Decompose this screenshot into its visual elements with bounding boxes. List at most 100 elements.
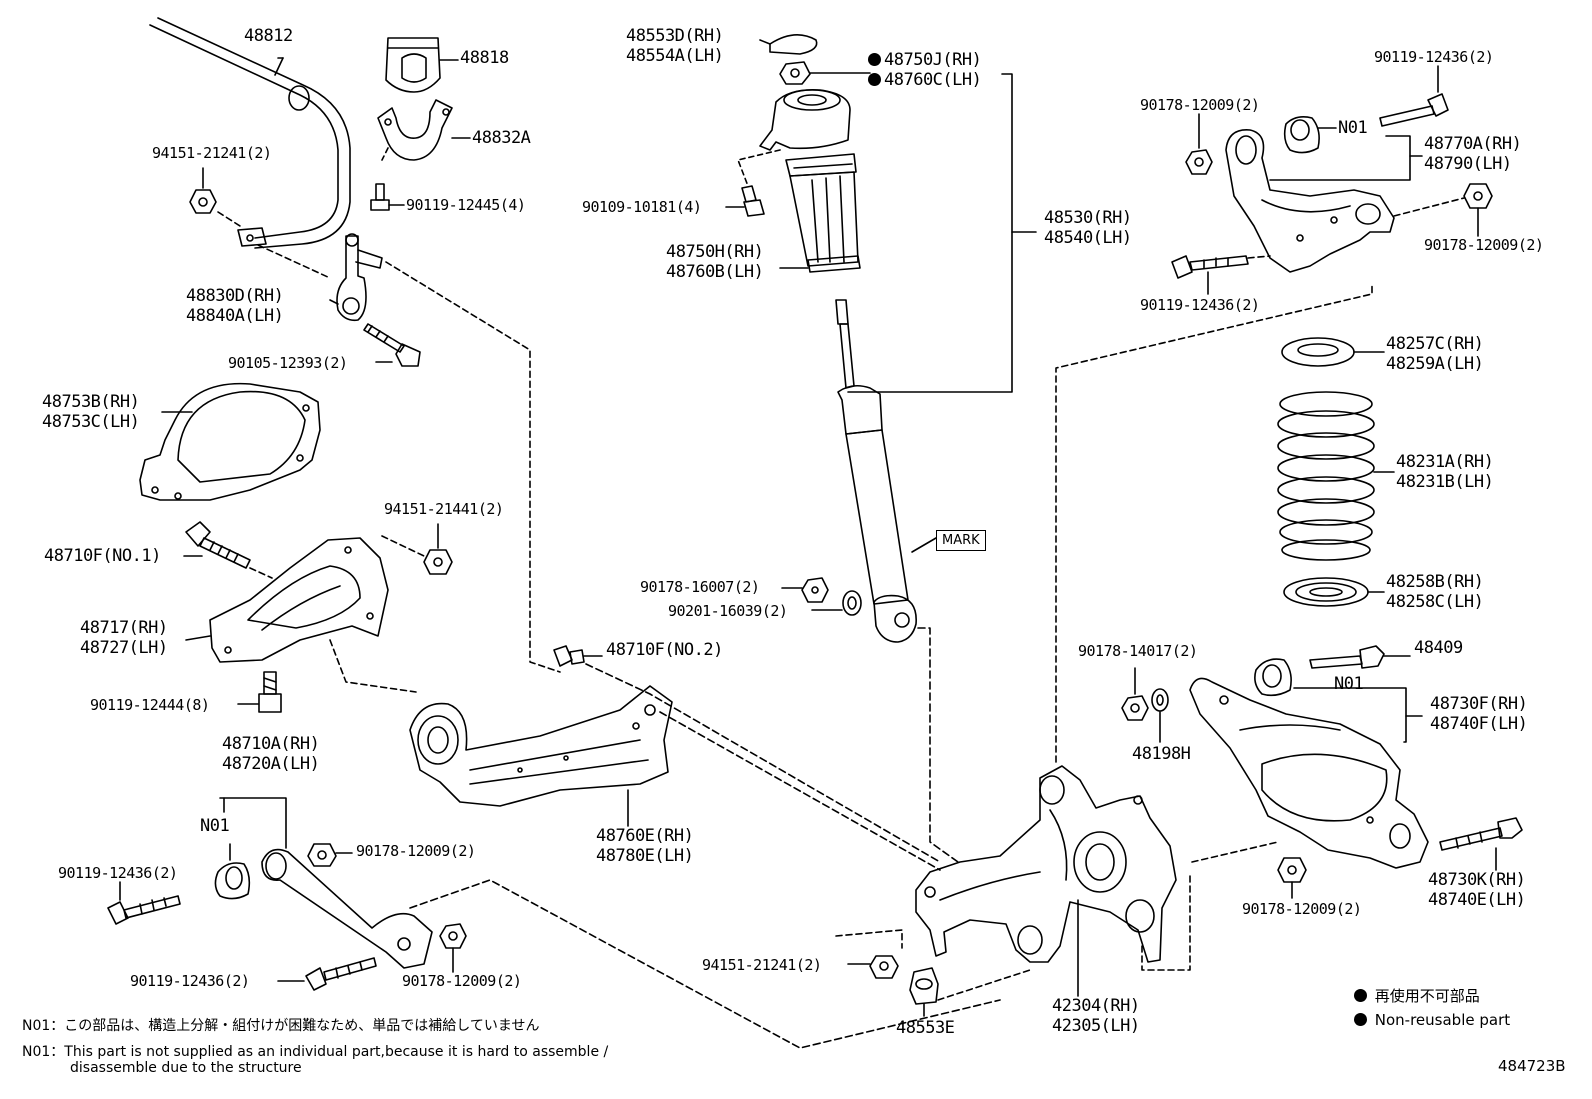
washer-90201-16039 bbox=[842, 590, 862, 616]
non-reusable-dot bbox=[1354, 1013, 1367, 1026]
label-48740E: 48740E(LH) bbox=[1428, 890, 1526, 910]
label-48553D: 48553D(RH) bbox=[626, 26, 724, 46]
lower-arm-48730F bbox=[1189, 677, 1429, 869]
bolt-90119-12436-b bbox=[305, 957, 377, 991]
label-90178-12009-e: 90178-12009(2) bbox=[1242, 900, 1362, 918]
label-90178-12009-b: 90178-12009(2) bbox=[402, 972, 522, 990]
label-90201-16039: 90201-16039(2) bbox=[668, 602, 788, 620]
label-90109-10181: 90109-10181(4) bbox=[582, 198, 702, 216]
bolt-48730K bbox=[1439, 817, 1523, 851]
label-48830D: 48830D(RH) bbox=[186, 286, 284, 306]
label-90119-12436-c: 90119-12436(2) bbox=[1374, 48, 1494, 66]
diagram-code: 484723B bbox=[1498, 1057, 1566, 1075]
label-48553E: 48553E bbox=[896, 1018, 955, 1038]
label-94151-21241-b: 94151-21241(2) bbox=[702, 956, 822, 974]
arm-48760E bbox=[409, 685, 673, 807]
washer-48198H bbox=[1151, 688, 1169, 712]
label-42304: 42304(RH) bbox=[1052, 996, 1140, 1016]
dust-boot-48750H bbox=[785, 153, 861, 273]
label-90105-12393: 90105-12393(2) bbox=[228, 354, 348, 372]
nut-90178-12009-a bbox=[307, 843, 337, 867]
label-48720A: 48720A(LH) bbox=[222, 754, 320, 774]
stabilizer-bar-48812 bbox=[149, 17, 351, 249]
label-48710A: 48710A(RH) bbox=[222, 734, 320, 754]
label-48530: 48530(RH) bbox=[1044, 208, 1132, 228]
bolt-90119-12445 bbox=[370, 183, 390, 211]
label-42305: 42305(LH) bbox=[1052, 1016, 1140, 1036]
non-reusable-dot bbox=[868, 73, 881, 86]
bolt-48710F-no2 bbox=[553, 645, 585, 667]
label-48554A: 48554A(LH) bbox=[626, 46, 724, 66]
label-48750J: 48750J(RH) bbox=[868, 50, 982, 70]
label-48832A: 48832A bbox=[472, 128, 531, 148]
mark-label: MARK bbox=[936, 530, 986, 551]
bolt-90105-12393 bbox=[363, 323, 421, 367]
label-94151-21241-a: 94151-21241(2) bbox=[152, 144, 272, 162]
label-48730K: 48730K(RH) bbox=[1428, 870, 1526, 890]
label-48727: 48727(LH) bbox=[80, 638, 168, 658]
label-48231B: 48231B(LH) bbox=[1396, 472, 1494, 492]
bracket-48717 bbox=[209, 537, 389, 663]
bolt-90119-12444 bbox=[258, 671, 282, 713]
label-48258B: 48258B(RH) bbox=[1386, 572, 1484, 592]
label-48750H: 48750H(RH) bbox=[666, 242, 764, 262]
label-48812: 48812 bbox=[244, 26, 293, 46]
label-48710F-no1: 48710F(NO.1) bbox=[44, 546, 161, 566]
label-90178-12009-d: 90178-12009(2) bbox=[1424, 236, 1544, 254]
bushing-N01-b bbox=[1283, 116, 1320, 154]
label-48257C: 48257C(RH) bbox=[1386, 334, 1484, 354]
label-90119-12445: 90119-12445(4) bbox=[406, 196, 526, 214]
label-48740F: 48740F(LH) bbox=[1430, 714, 1528, 734]
bolt-48710F-no1 bbox=[185, 521, 251, 569]
bolt-48409 bbox=[1309, 645, 1385, 669]
upper-arm-48770A bbox=[1225, 129, 1395, 273]
label-48198H: 48198H bbox=[1132, 744, 1191, 764]
label-90178-12009-c: 90178-12009(2) bbox=[1140, 96, 1260, 114]
label-48258C: 48258C(LH) bbox=[1386, 592, 1484, 612]
bushing-N01-a bbox=[214, 862, 251, 900]
label-48780E: 48780E(LH) bbox=[596, 846, 694, 866]
nut-94151-21241-a bbox=[189, 189, 217, 214]
non-reusable-dot bbox=[868, 53, 881, 66]
label-n01-a: N01 bbox=[200, 816, 230, 836]
knuckle-42304 bbox=[915, 765, 1177, 963]
label-48790: 48790(LH) bbox=[1424, 154, 1512, 174]
label-48760E: 48760E(RH) bbox=[596, 826, 694, 846]
note-en-1: N01：This part is not supplied as an indi… bbox=[22, 1044, 609, 1060]
nut-90178-12009-c bbox=[1185, 149, 1213, 175]
label-90178-16007: 90178-16007(2) bbox=[640, 578, 760, 596]
label-48717: 48717(RH) bbox=[80, 618, 168, 638]
non-reusable-dot bbox=[1354, 989, 1367, 1002]
insulator-48553D bbox=[769, 34, 818, 55]
label-90119-12436-a: 90119-12436(2) bbox=[58, 864, 178, 882]
cover-48753B bbox=[139, 382, 321, 501]
bolt-90119-12436-d bbox=[1171, 255, 1249, 279]
label-48540: 48540(LH) bbox=[1044, 228, 1132, 248]
nut-90178-16007 bbox=[801, 577, 829, 603]
bracket-48832A bbox=[377, 99, 453, 161]
note-en-2: disassemble due to the structure bbox=[70, 1060, 302, 1076]
label-48753B: 48753B(RH) bbox=[42, 392, 140, 412]
bolt-90109-10181 bbox=[741, 185, 765, 217]
label-48760B: 48760B(LH) bbox=[666, 262, 764, 282]
nut-48750J bbox=[779, 61, 811, 85]
label-48818: 48818 bbox=[460, 48, 509, 68]
shock-absorber-48530 bbox=[835, 299, 917, 643]
label-48753C: 48753C(LH) bbox=[42, 412, 140, 432]
nut-90178-12009-e bbox=[1277, 857, 1307, 883]
legend-en: Non-reusable part bbox=[1354, 1012, 1510, 1029]
label-90178-12009-a: 90178-12009(2) bbox=[356, 842, 476, 860]
label-90119-12444: 90119-12444(8) bbox=[90, 696, 210, 714]
bushing-N01-c bbox=[1254, 658, 1292, 697]
arm-48710A bbox=[261, 848, 433, 969]
nut-48553E bbox=[909, 967, 939, 1005]
label-48259A: 48259A(LH) bbox=[1386, 354, 1484, 374]
label-90119-12436-b: 90119-12436(2) bbox=[130, 972, 250, 990]
bolt-90119-12436-c bbox=[1379, 93, 1449, 127]
label-48730F: 48730F(RH) bbox=[1430, 694, 1528, 714]
nut-90178-12009-b bbox=[439, 923, 467, 949]
stabilizer-link-48830D bbox=[336, 233, 383, 322]
label-48760C: 48760C(LH) bbox=[868, 70, 982, 90]
spring-seat-upper-48257C bbox=[1281, 337, 1355, 367]
